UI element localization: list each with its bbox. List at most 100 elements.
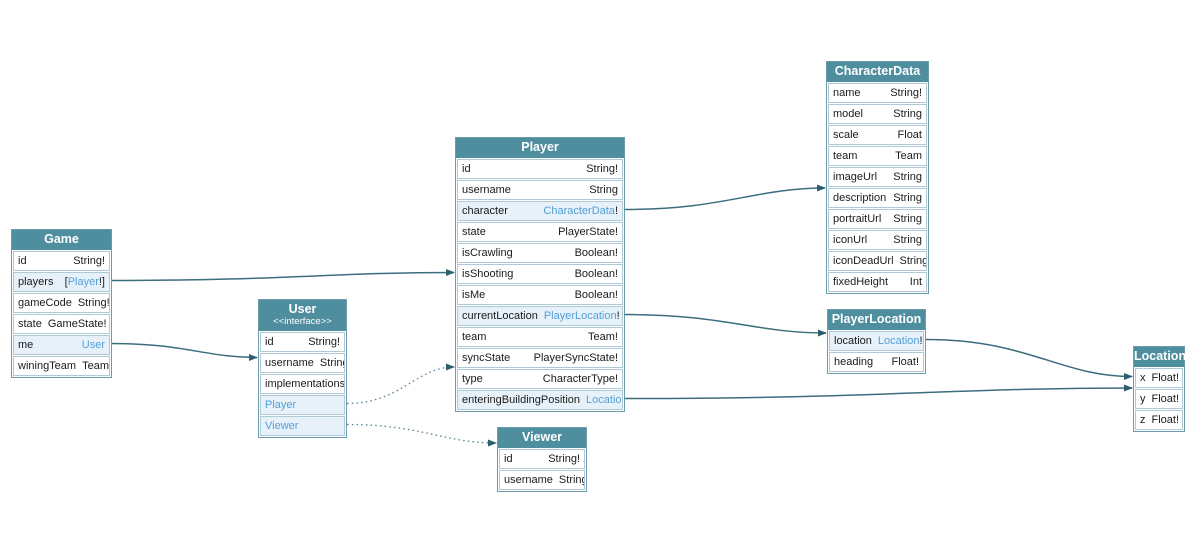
field-type: String <box>893 213 922 225</box>
field-type: Float! <box>1151 372 1180 384</box>
field-row-implementations[interactable]: implementations <box>260 374 345 394</box>
type-link[interactable]: Location <box>877 335 920 347</box>
possible-type-link[interactable]: Viewer <box>265 420 299 432</box>
field-type: String <box>899 255 927 267</box>
field-name: isShooting <box>462 268 514 280</box>
field-row-player[interactable]: Player <box>260 395 345 415</box>
type-link[interactable]: User <box>81 339 105 351</box>
type-link[interactable]: PlayerLocation <box>543 310 617 322</box>
field-type: Location <box>586 394 622 406</box>
field-type: Float <box>897 129 922 141</box>
type-wrapper-suffix: !] <box>98 276 105 288</box>
field-row-players[interactable]: players[Player!] <box>13 272 110 292</box>
field-type: String! <box>308 336 340 348</box>
type-node-header-player[interactable]: Player <box>456 138 624 158</box>
field-name: isMe <box>462 289 486 301</box>
field-name: z <box>1140 414 1146 426</box>
field-type: PlayerLocation! <box>544 310 620 322</box>
edge-user-viewer-to-viewer <box>346 423 497 447</box>
field-type: CharacterData! <box>543 205 618 217</box>
field-row-enteringbuildingposition[interactable]: enteringBuildingPosition Location <box>457 390 623 410</box>
field-name: username <box>504 474 553 486</box>
field-name: fixedHeight <box>833 276 889 288</box>
field-row-imageurl[interactable]: imageUrl String <box>828 167 927 187</box>
field-name: enteringBuildingPosition <box>462 394 581 406</box>
field-name: state <box>462 226 486 238</box>
field-type: CharacterType! <box>542 373 618 385</box>
field-type: String <box>893 171 922 183</box>
field-type: PlayerSyncState! <box>533 352 618 364</box>
type-title: User <box>288 302 317 317</box>
field-name: team <box>833 150 858 162</box>
type-node-user[interactable]: User<<interface>>idString!usernameString… <box>258 299 347 438</box>
type-wrapper-suffix: ! <box>614 205 618 217</box>
field-row-viewer[interactable]: Viewer <box>260 416 345 436</box>
field-type: User <box>82 339 105 351</box>
type-link[interactable]: CharacterData <box>543 205 615 217</box>
field-type: Team! <box>588 331 618 343</box>
field-name: imageUrl <box>833 171 878 183</box>
edge-user-player-to-player <box>346 363 455 405</box>
type-wrapper-suffix: ! <box>616 310 620 322</box>
type-node-header-characterdata[interactable]: CharacterData <box>827 62 928 82</box>
type-node-header-viewer[interactable]: Viewer <box>498 428 586 448</box>
field-name: state <box>18 318 42 330</box>
type-node-header-location[interactable]: Location <box>1134 347 1186 367</box>
possible-type-link[interactable]: Player <box>265 399 297 411</box>
field-name: location <box>834 335 872 347</box>
type-title: Player <box>521 140 559 155</box>
type-title: CharacterData <box>834 64 921 79</box>
field-type: String! <box>77 297 110 309</box>
field-name: iconUrl <box>833 234 868 246</box>
type-node-header-user[interactable]: User<<interface>> <box>259 300 346 331</box>
type-link[interactable]: Location <box>586 394 622 406</box>
type-link[interactable]: Player <box>67 276 99 288</box>
type-node-header-playerlocation[interactable]: PlayerLocation <box>828 310 925 330</box>
type-node-header-game[interactable]: Game <box>12 230 111 250</box>
